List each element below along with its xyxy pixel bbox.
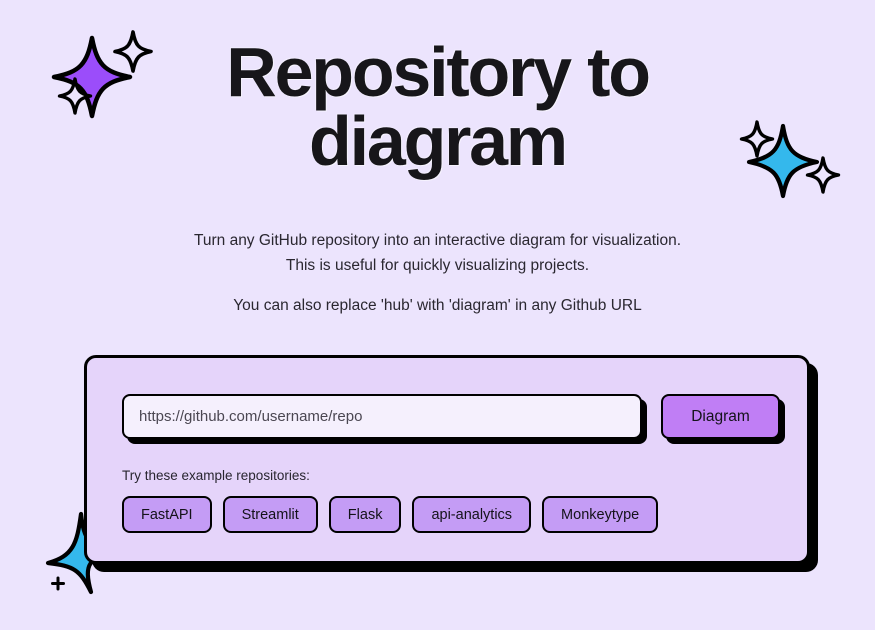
example-chip-fastapi[interactable]: FastAPI [122,496,212,533]
subtitle-line-3: You can also replace 'hub' with 'diagram… [233,297,642,315]
page-title-line-1: Repository to [226,33,651,111]
example-repositories-label: Try these example repositories: [122,468,310,483]
subtitle-line-2: This is useful for quickly visualizing p… [285,257,590,275]
example-chip-streamlit[interactable]: Streamlit [222,496,318,533]
subtitle-line-1: Turn any GitHub repository into an inter… [193,232,682,249]
subtitle-block: Turn any GitHub repository into an inter… [0,228,875,318]
repo-form: Diagram [122,394,780,439]
repo-input-card: Diagram Try these example repositories: … [84,355,810,564]
example-chip-monkeytype[interactable]: Monkeytype [542,496,659,533]
example-chip-api-analytics[interactable]: api-analytics [412,496,532,533]
page-title-line-2: diagram [309,101,568,180]
page-title: Repository to diagram [0,33,875,180]
example-chip-flask[interactable]: Flask [328,496,402,533]
diagram-submit-button[interactable]: Diagram [661,394,780,439]
example-repository-chips: FastAPI Streamlit Flask api-analytics Mo… [122,496,659,533]
repo-url-input[interactable] [122,394,642,439]
